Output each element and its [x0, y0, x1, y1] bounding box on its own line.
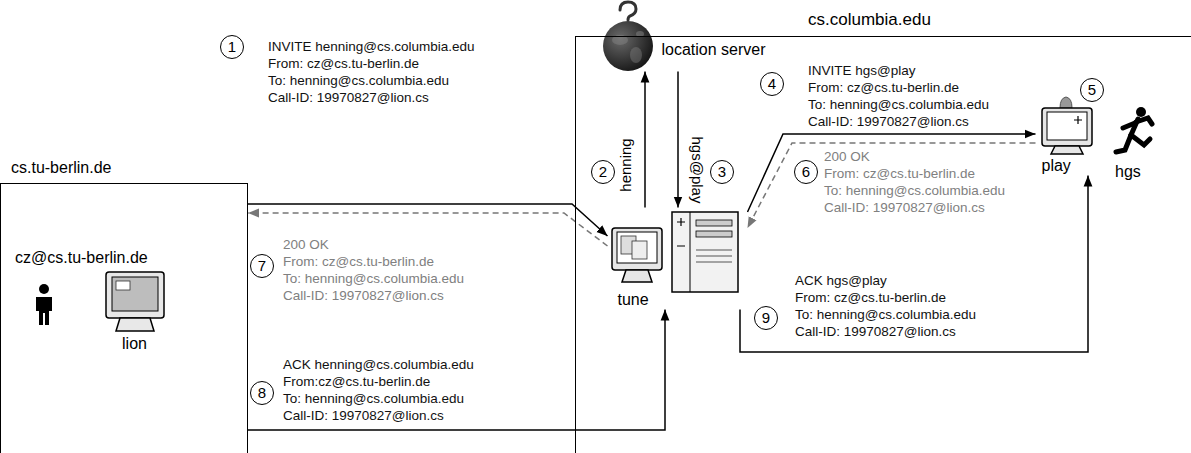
message-line: ACK hgs@play: [795, 272, 887, 289]
request-arrow: [248, 204, 608, 236]
server-name: location server: [662, 40, 766, 59]
message-line: 200 OK: [283, 236, 329, 253]
message-line: INVITE hgs@play: [808, 62, 916, 79]
callout-number: 7: [250, 254, 274, 278]
host-name: tune: [618, 290, 649, 309]
person-icon: [36, 284, 52, 325]
message-line: From: cz@cs.tu-berlin.de: [283, 253, 434, 270]
message-line: ACK henning@cs.columbia.edu: [283, 356, 474, 373]
computer-icon: [106, 272, 164, 331]
host-name: lion: [122, 334, 147, 353]
host-name: play: [1042, 156, 1071, 175]
request-arrow: [644, 72, 646, 208]
message-line: From: cz@cs.tu-berlin.de: [824, 165, 975, 182]
host-computer: play: [1036, 100, 1100, 176]
arrow-label: henning: [617, 138, 635, 191]
response-arrow: [748, 143, 1036, 228]
callout-number: 8: [250, 381, 274, 405]
callout-number: 1: [220, 35, 244, 59]
callout-number: 3: [710, 160, 734, 184]
message-line: Call-ID: 19970827@lion.cs: [795, 323, 956, 340]
message-line: From: cz@cs.tu-berlin.de: [795, 289, 946, 306]
message-line: To: henning@cs.columbia.edu: [268, 72, 449, 89]
callout-number: 2: [591, 160, 615, 184]
message-line: INVITE henning@cs.columbia.edu: [268, 38, 475, 55]
location-server: location server: [598, 4, 774, 72]
message-line: To: henning@cs.columbia.edu: [824, 182, 1005, 199]
running-person-icon: [1116, 107, 1152, 152]
proxy-server: tune: [608, 208, 748, 310]
message-line: To: henning@cs.columbia.edu: [283, 390, 464, 407]
computer-icon: [1042, 97, 1092, 154]
callout-number: 6: [794, 160, 818, 184]
message-line: To: henning@cs.columbia.edu: [283, 270, 464, 287]
message-line: 200 OK: [824, 148, 870, 165]
user-name: hgs: [1115, 162, 1141, 181]
message-line: Call-ID: 19970827@lion.cs: [824, 199, 985, 216]
message-line: Call-ID: 19970827@lion.cs: [808, 113, 969, 130]
message-line: From:cz@cs.tu-berlin.de: [283, 373, 430, 390]
message-line: From: cz@cs.tu-berlin.de: [268, 55, 419, 72]
message-line: Call-ID: 19970827@lion.cs: [283, 287, 444, 304]
message-line: Call-ID: 19970827@lion.cs: [268, 89, 429, 106]
request-arrow: [740, 176, 1088, 353]
request-arrow: [677, 72, 679, 208]
server-icon: [672, 212, 738, 292]
domain-name: cs.columbia.edu: [808, 10, 931, 30]
callout-number: 5: [1080, 78, 1104, 102]
request-arrow: [248, 310, 665, 431]
user-address: cz@cs.tu-berlin.de: [15, 248, 148, 267]
domain-box: cs.tu-berlin.decz@cs.tu-berlin.delion: [0, 183, 248, 453]
message-line: Call-ID: 19970827@lion.cs: [283, 407, 444, 424]
callout-number: 9: [754, 306, 778, 330]
message-line: To: henning@cs.columbia.edu: [795, 306, 976, 323]
domain-name: cs.tu-berlin.de: [11, 158, 112, 177]
message-line: To: henning@cs.columbia.edu: [808, 96, 989, 113]
host-computer: lion: [100, 268, 170, 356]
computer-icon: [612, 228, 662, 282]
callout-number: 4: [760, 72, 784, 96]
arrow-label: hgs@play: [688, 137, 706, 204]
message-line: From: cz@cs.tu-berlin.de: [808, 79, 959, 96]
